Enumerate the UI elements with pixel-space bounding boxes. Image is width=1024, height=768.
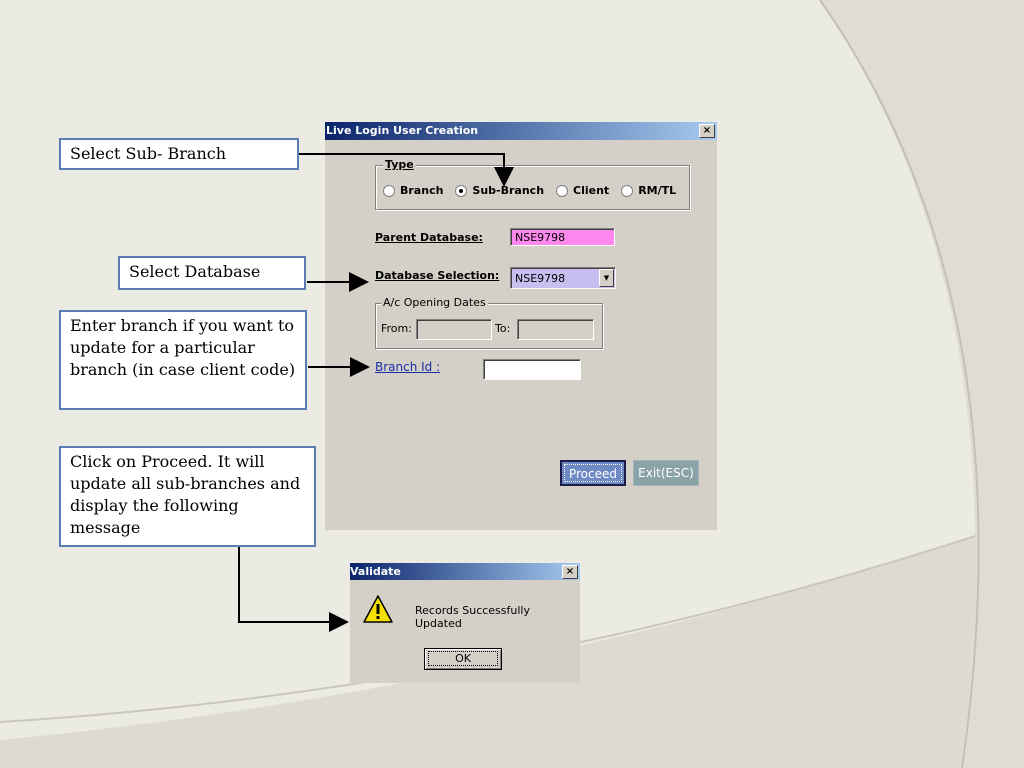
to-date-field[interactable]: [517, 319, 594, 340]
validate-title: Validate: [350, 565, 401, 578]
radio-rm-tl[interactable]: RM/TL: [621, 184, 676, 197]
database-selection-label: Database Selection:: [375, 269, 500, 282]
chevron-down-icon[interactable]: ▼: [599, 269, 614, 287]
from-label: From:: [381, 322, 412, 335]
warning-icon: [363, 595, 393, 623]
proceed-button[interactable]: Proceed: [560, 460, 626, 486]
radio-button-icon[interactable]: [383, 184, 395, 197]
database-selection-combo[interactable]: NSE9798 ▼: [510, 267, 616, 289]
exit-button[interactable]: Exit(ESC): [633, 460, 699, 486]
exit-button-label: Exit(ESC): [638, 466, 694, 480]
ok-button-label: OK: [428, 651, 498, 666]
radio-button-icon[interactable]: [621, 184, 634, 197]
parent-database-field[interactable]: NSE9798: [510, 228, 615, 246]
type-radio-row: Branch Sub-Branch Client RM/TL: [383, 184, 676, 197]
radio-button-selected-icon[interactable]: [455, 184, 468, 197]
callout-select-sub-branch: Select Sub- Branch: [59, 138, 299, 170]
dialog-titlebar[interactable]: Live Login User Creation ×: [325, 122, 717, 140]
radio-rm-tl-label: RM/TL: [638, 184, 677, 197]
radio-sub-branch[interactable]: Sub-Branch: [455, 184, 544, 197]
close-icon[interactable]: ×: [699, 124, 715, 138]
callout-click-proceed: Click on Proceed. It will update all sub…: [59, 446, 316, 547]
proceed-button-label: Proceed: [568, 467, 618, 481]
type-group: [375, 165, 690, 210]
live-login-user-creation-dialog: Live Login User Creation × Type Branch S…: [325, 122, 717, 530]
database-selection-value: NSE9798: [515, 272, 566, 285]
from-date-field[interactable]: [416, 319, 492, 340]
radio-sub-branch-label: Sub-Branch: [472, 184, 545, 197]
validate-titlebar[interactable]: Validate ×: [350, 563, 580, 580]
validate-dialog: Validate × Records Successfully Updated …: [350, 563, 580, 683]
parent-database-label: Parent Database:: [375, 231, 483, 244]
dialog-title: Live Login User Creation: [326, 124, 479, 137]
opening-dates-legend: A/c Opening Dates: [381, 296, 488, 309]
to-label: To:: [495, 322, 511, 335]
branch-id-label[interactable]: Branch Id :: [375, 360, 441, 374]
opening-dates-group: [375, 303, 603, 349]
type-legend: Type: [383, 158, 416, 171]
validate-message: Records Successfully Updated: [415, 604, 530, 630]
callout-select-database: Select Database: [118, 256, 306, 290]
close-icon[interactable]: ×: [562, 565, 578, 579]
branch-id-field[interactable]: [483, 359, 581, 380]
radio-button-icon[interactable]: [556, 184, 569, 197]
ok-button[interactable]: OK: [424, 648, 502, 670]
radio-client-label: Client: [573, 184, 610, 197]
radio-branch-label: Branch: [400, 184, 444, 197]
radio-branch[interactable]: Branch: [383, 184, 443, 197]
callout-enter-branch: Enter branch if you want to update for a…: [59, 310, 307, 410]
radio-client[interactable]: Client: [556, 184, 609, 197]
